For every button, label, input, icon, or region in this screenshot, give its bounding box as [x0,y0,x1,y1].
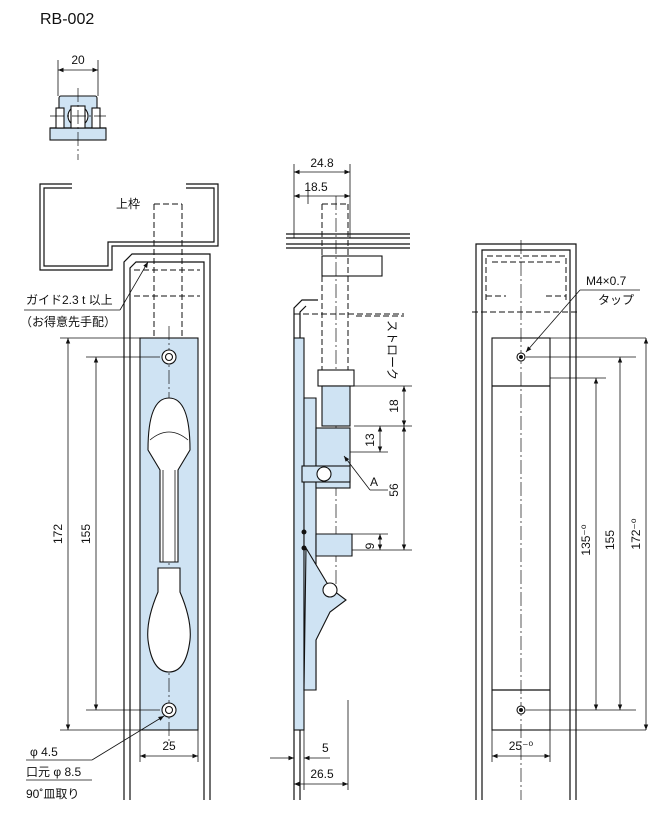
drawing-title: RB-002 [40,11,94,28]
dim-side-56: 56 [387,483,401,497]
dim-rear-172: 172⁻⁰ [629,518,643,549]
front-view: 上枠 ガイド2.3 t 以上 （お得意先手配） [20,183,219,801]
countersink-angle-label: 90˚皿取り [26,787,79,801]
dim-side-13: 13 [363,433,377,447]
guide-label-line2: （お得意先手配） [20,314,116,329]
stroke-label: ストローク [385,320,399,380]
tap-label: タップ [598,293,634,307]
dim-side-18-5: 18.5 [304,180,328,194]
dim-front-25: 25 [162,739,176,753]
dim-side-5: 5 [322,741,329,755]
dim-side-9: 9 [363,542,377,549]
dim-side-24-8: 24.8 [310,156,334,170]
dim-front-155: 155 [79,524,93,544]
guide-label-line1: ガイド2.3 t 以上 [26,293,113,307]
dim-rear-135: 135⁻⁰ [579,524,593,555]
hole-diameter-label: φ 4.5 [30,745,58,759]
countersink-label: 口元 φ 8.5 [26,765,81,779]
upper-frame-label: 上枠 [116,197,140,211]
dim-rear-155: 155 [603,530,617,550]
dim-rear-25: 25⁻⁰ [509,739,534,753]
handle-bottom [147,567,191,673]
dim-front-172: 172 [51,524,65,544]
callout-a: A [370,475,378,489]
tap-size-label: M4×0.7 [586,274,627,288]
dim-top-width: 20 [71,53,85,67]
handle-top [147,397,191,563]
rear-view: M4×0.7 タップ 135⁻⁰ 155 172⁻⁰ 25⁻⁰ [472,240,649,800]
top-view: 20 [49,53,107,160]
side-view: 24.8 18.5 ストローク [270,156,412,800]
dim-side-26-5: 26.5 [310,767,334,781]
dim-side-18: 18 [387,399,401,413]
